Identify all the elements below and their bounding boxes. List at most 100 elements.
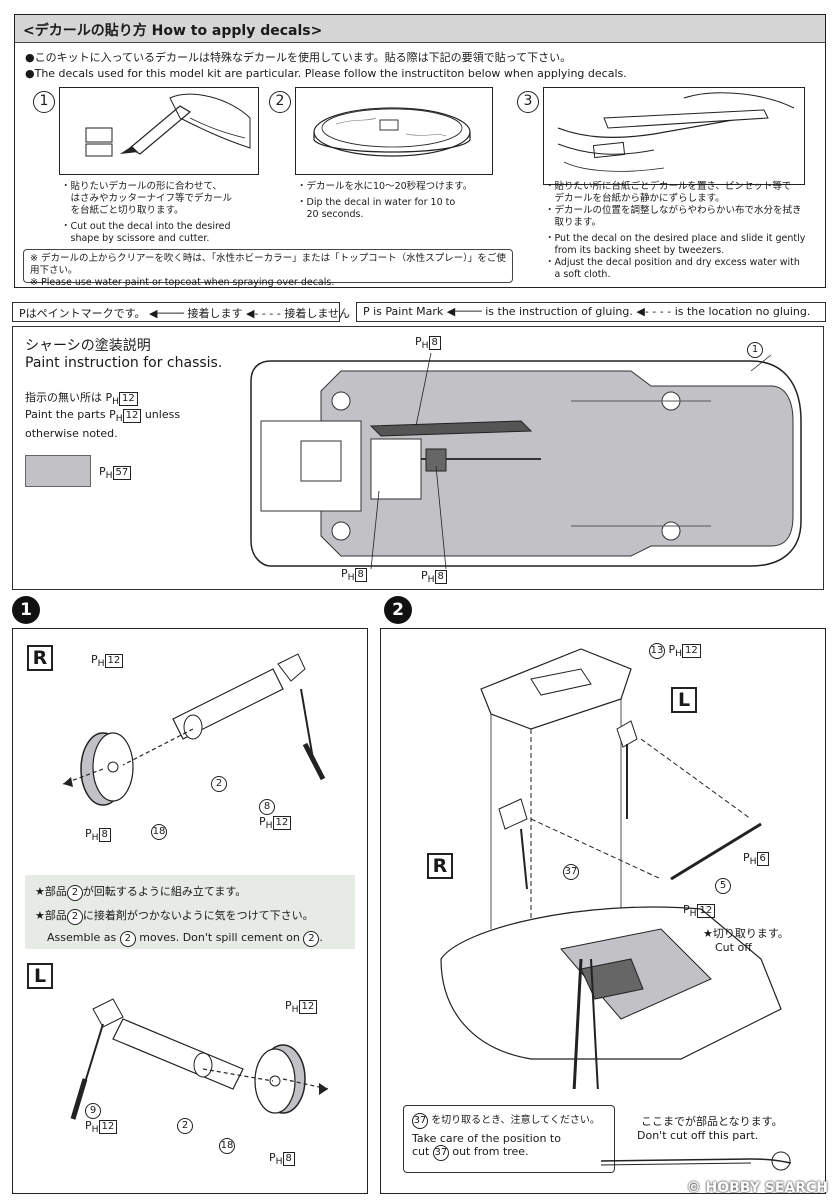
ph-prefix: P [269, 1151, 276, 1164]
note-text: Assemble as [47, 931, 117, 944]
paint-default-en-1: Paint the parts [25, 408, 106, 421]
part-5-callout: 5 [715, 873, 731, 894]
decal-intro-jp: ●このキットに入っているデカールは特殊なデカールを使用しています。貼る際は下記の… [25, 51, 572, 64]
paint-color-swatch [25, 455, 91, 487]
care-en-1: Take care of the position to [412, 1132, 561, 1145]
part-number-circle: 18 [151, 824, 167, 840]
ph-sub: H [749, 856, 757, 868]
dont-cut-jp: ここまでが部品となります。 [641, 1115, 783, 1128]
decal-step-1-jp-line: はさみやカッターナイフ等でデカール [61, 193, 233, 204]
clear-coat-note: ※ デカールの上からクリアーを吹く時は、「水性ホビーカラー」または「トップコート… [23, 249, 513, 288]
decal-step-1-jp-line: を台紙ごと切り取ります。 [61, 205, 184, 216]
paint-code: 8 [282, 1152, 295, 1166]
dont-cut-en: Don't cut off this part. [637, 1129, 759, 1142]
part-number-circle: 2 [66, 909, 83, 925]
decal-step-3-jp-line: ・デカールの位置を調整しながらやわらかい布で水分を拭き [545, 205, 802, 216]
care-en-text: out from tree. [452, 1145, 529, 1158]
part-number-circle: 9 [85, 1103, 101, 1119]
no-glue-text-en: is the location no gluing. [674, 305, 811, 318]
paint-code: 12 [696, 904, 716, 918]
part-37-callout: 37 [563, 859, 579, 880]
cut-off-note: ★切り取ります。 Cut off [703, 925, 789, 954]
step-2-right-label: R [427, 853, 453, 879]
paint-code: 12 [104, 654, 124, 668]
paint-mark-text-jp: Pはペイントマークです。 [19, 307, 146, 320]
r-part-18: 18 [151, 819, 167, 840]
decal-intro-en: ●The decals used for this model kit are … [25, 67, 627, 80]
ph-sub: H [115, 413, 123, 425]
ph-prefix: P [85, 827, 92, 840]
note-text: moves. Don't spill cement on [139, 931, 300, 944]
dashed-arrow-icon: ◀- - - - [636, 305, 672, 318]
decal-step-3-en-line: a soft cloth. [545, 269, 611, 280]
ph-prefix: P [105, 391, 113, 404]
decal-step-2-jp-line: ・デカールを水に10〜20秒程つけます。 [297, 181, 473, 192]
ph-prefix: P [421, 569, 428, 582]
l-part-2: 2 [177, 1113, 193, 1134]
cut-off-jp: ★切り取ります。 [703, 927, 789, 940]
ph-prefix: P [85, 1119, 92, 1132]
decal-step-2-text: ・デカールを水に10〜20秒程つけます。 ・Dip the decal in w… [297, 181, 507, 221]
step-1-left-label: L [27, 963, 53, 989]
placing-decal-illustration [557, 92, 795, 172]
part-number-circle: 2 [303, 931, 320, 947]
decal-step-3-en-line: ・Adjust the decal position and dry exces… [545, 257, 800, 268]
note-text: が回転するように組み立てます。 [82, 885, 247, 898]
paint-default-en-2: unless [144, 408, 181, 421]
paint-code: 12 [98, 1120, 118, 1134]
dont-cut-note: ここまでが部品となります。 Don't cut off this part. [637, 1113, 783, 1142]
ph-prefix: P [743, 851, 750, 864]
part-number-circle: 1 [747, 342, 763, 358]
decal-step-3-jp-line: ・貼りたい所に台紙ごとデカールを置き、ピンセット等で [545, 181, 792, 192]
ph-prefix: P [99, 465, 106, 478]
left-brake-assembly-diagram [70, 998, 329, 1120]
decal-section-title: <デカールの貼り方 How to apply decals> [15, 15, 825, 43]
note-text: ★部品 [35, 909, 67, 922]
ph-sub: H [275, 1156, 283, 1168]
glue-text-en: is the instruction of gluing. [485, 305, 633, 318]
paint-default-jp: 指示の無い所は [25, 391, 102, 404]
decal-step-1-text: ・貼りたいデカールの形に合わせて、 はさみやカッターナイフ等でデカール を台紙ご… [61, 181, 291, 245]
paint-code: 12 [272, 816, 292, 830]
callout-code: 8 [434, 570, 447, 584]
ph-prefix: P [683, 903, 690, 916]
ph-sub: H [291, 1004, 299, 1016]
step-1-right-label: R [27, 645, 53, 671]
part-number-circle: 2 [177, 1118, 193, 1134]
swatch-code: 57 [112, 466, 132, 480]
decal-step-2-en-line: ・Dip the decal in water for 10 to [297, 197, 456, 208]
ph-prefix: P [109, 408, 116, 421]
ph-prefix: P [285, 999, 292, 1012]
step-2-left-label: L [671, 687, 697, 713]
paint-code: 8 [98, 828, 111, 842]
watermark: © HOBBY SEARCH [686, 1180, 828, 1196]
decal-step-1-en-line: shape by scissore and cutter. [61, 233, 210, 244]
ph-prefix: P [415, 335, 422, 348]
step-2-badge: 2 [384, 596, 412, 624]
care-jp-text: を切り取るとき、注意してください。 [431, 1115, 600, 1126]
decal-step-2-en-line: 20 seconds. [297, 209, 364, 220]
cutting-decal-illustration [85, 93, 251, 157]
ph-sub: H [675, 648, 683, 660]
ph-sub: H [347, 572, 355, 584]
chassis-paint-section: シャーシの塗装説明 Paint instruction for chassis.… [12, 326, 824, 590]
clear-coat-note-en: ※ Please use water paint or topcoat when… [30, 277, 335, 288]
part-number-circle: 2 [66, 885, 83, 901]
paint-code: 6 [756, 852, 769, 866]
part-number-circle: 37 [432, 1145, 449, 1161]
decal-step-1-illustration [59, 87, 259, 175]
care-en-text: cut [412, 1145, 430, 1158]
paint-code-default: 12 [119, 392, 138, 406]
r-part-2: 2 [211, 771, 227, 792]
decal-step-3-number: 3 [517, 91, 539, 113]
decal-step-3-jp-line: デカールを台紙から静かにずらします。 [545, 193, 725, 204]
